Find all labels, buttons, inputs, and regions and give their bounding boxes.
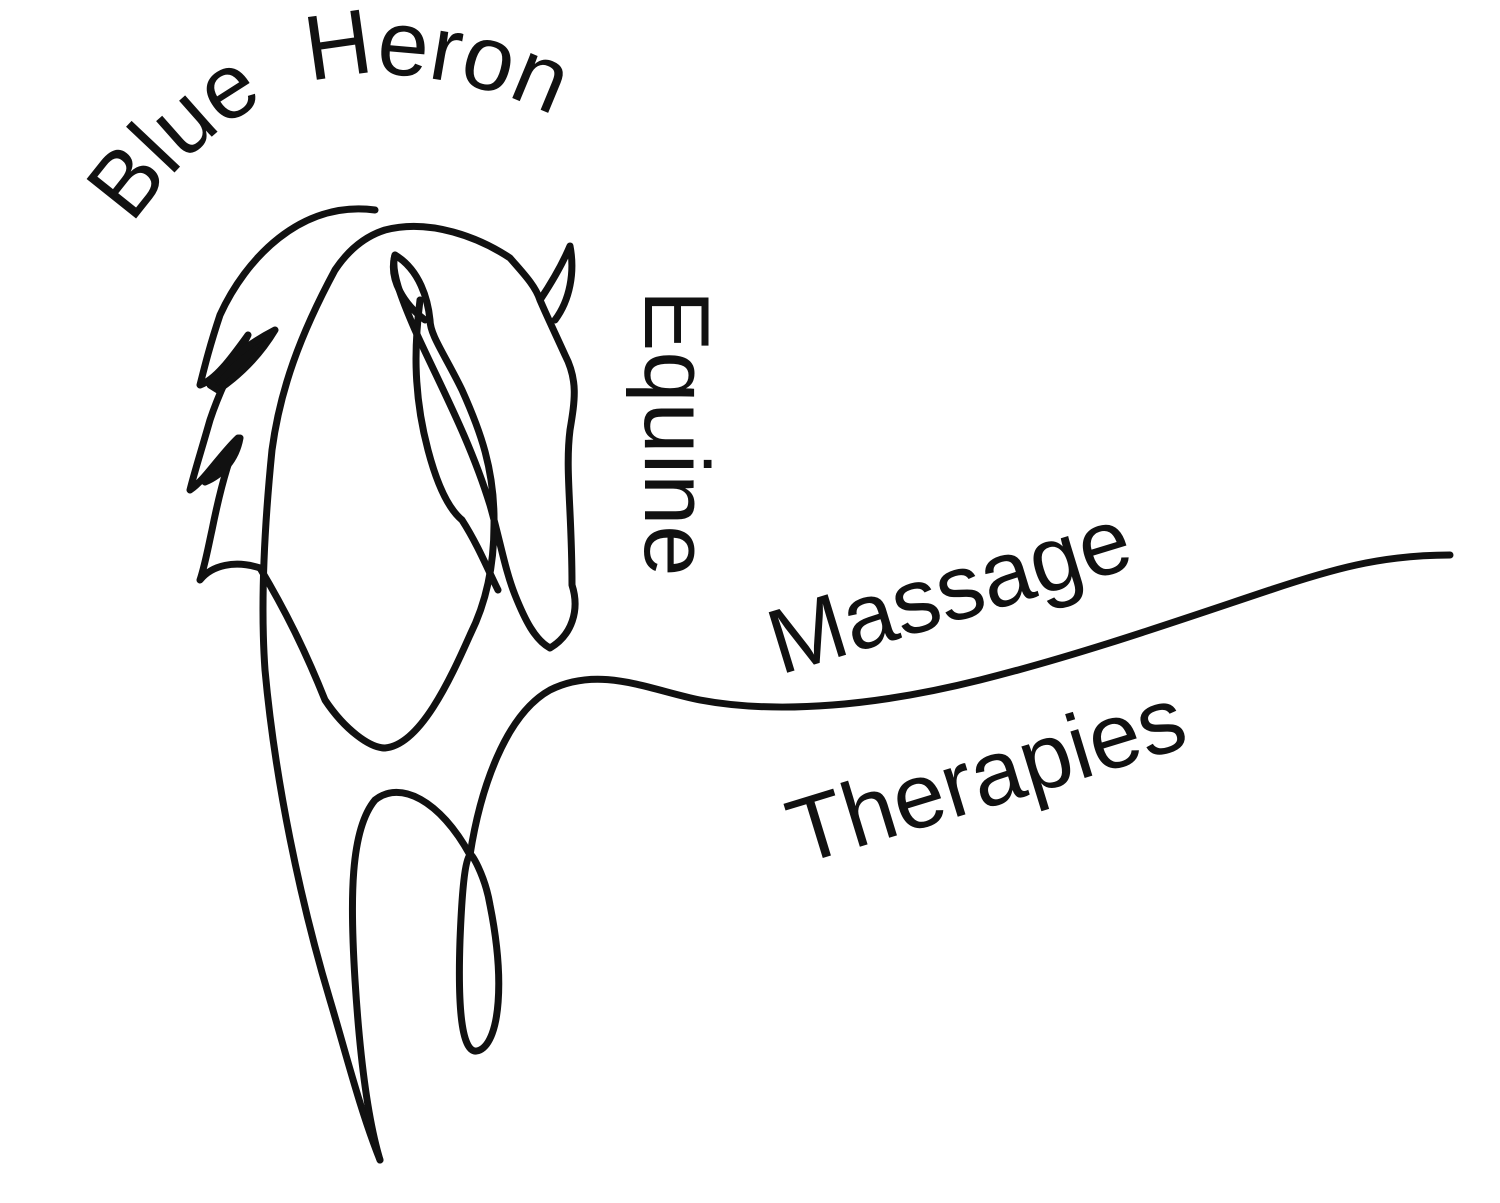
- logo-text-equine: Equine: [625, 290, 727, 576]
- logo-text-therapies: Therapies: [776, 667, 1197, 884]
- logo-text-heron: Heron: [298, 0, 585, 134]
- logo-text-blue-heron: Blue Heron: [67, 0, 585, 237]
- logo-text-massage: Massage: [756, 487, 1143, 694]
- horse-line-drawing: [186, 205, 1454, 1164]
- logo-text-blue: Blue: [67, 31, 276, 237]
